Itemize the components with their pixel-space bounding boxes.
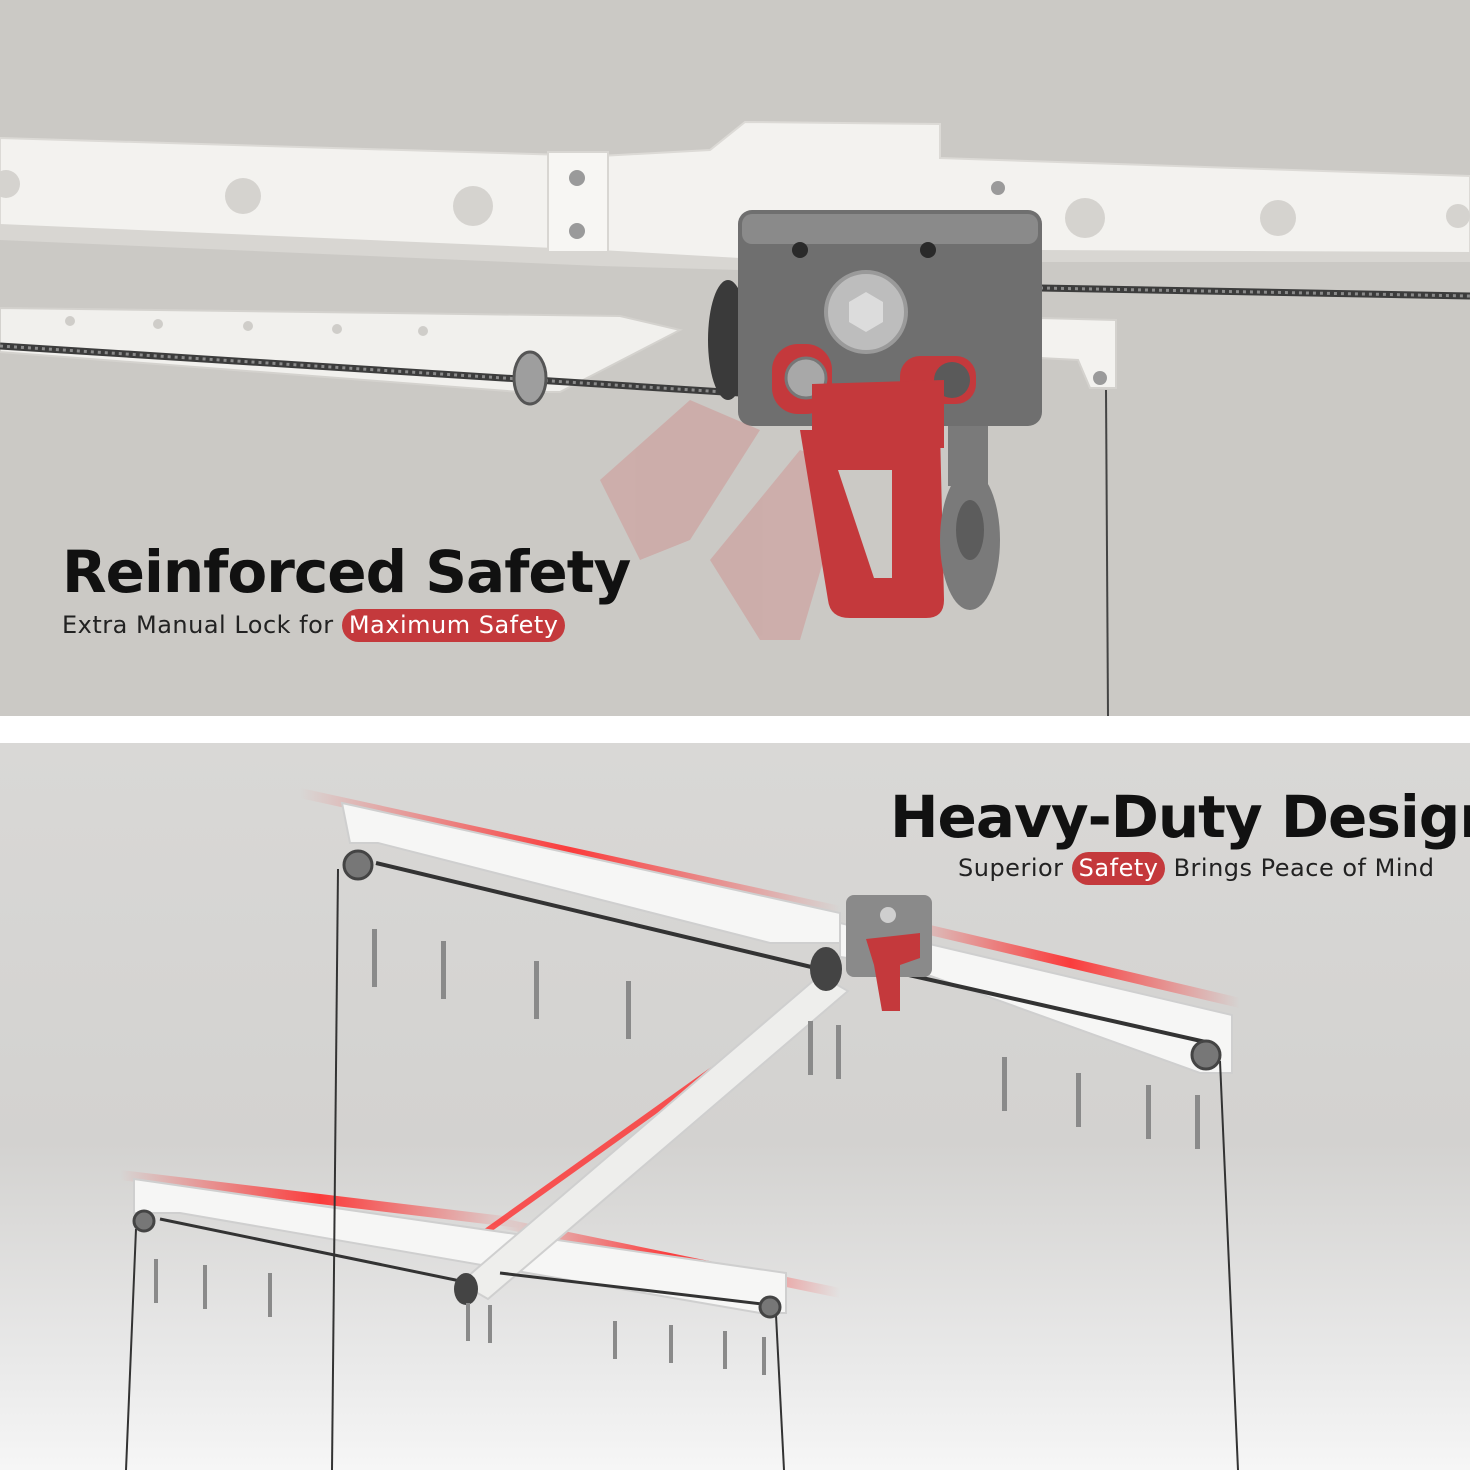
bottom-subtitle-suffix: Brings Peace of Mind (1173, 854, 1435, 882)
highlight-glow (119, 1170, 521, 1228)
lower-ceiling-rail (133, 1177, 787, 1314)
top-subtitle: Extra Manual Lock for Maximum Safety (62, 609, 566, 642)
drop-cable (331, 868, 339, 1470)
mounting-screws (154, 929, 1200, 1375)
top-feature-panel: Reinforced Safety Extra Manual Lock for … (0, 0, 1470, 716)
ceiling-hoist-rack-illustration (119, 788, 1242, 1470)
drop-cable (1105, 389, 1109, 716)
rail-hole (1065, 198, 1105, 238)
bolt-head (569, 170, 585, 186)
bracket-plate (547, 151, 609, 253)
bolt-head (991, 181, 1005, 195)
bottom-headline: Heavy-Duty Design (890, 783, 1470, 851)
bottom-highlight-badge: Safety (1071, 852, 1166, 885)
rail-hole (0, 170, 20, 198)
panel-divider (0, 716, 1470, 743)
upper-ceiling-rail (340, 801, 841, 944)
top-highlight-badge: Maximum Safety (341, 609, 566, 642)
winch-lock-illustration (0, 120, 1470, 716)
rail-hole (225, 178, 261, 214)
pulley-wheel (132, 1209, 156, 1233)
pulley-wheel (512, 350, 548, 406)
pulley-wheel (1190, 1039, 1222, 1071)
bottom-subtitle-prefix: Superior (958, 854, 1064, 882)
top-headline: Reinforced Safety (62, 538, 631, 606)
highlight-glow (898, 918, 1242, 1008)
bolt-head (569, 223, 585, 239)
drop-cable (125, 1228, 137, 1470)
top-subtitle-text: Extra Manual Lock for (62, 611, 334, 639)
cable-drum (810, 947, 842, 991)
rail-hole (1260, 200, 1296, 236)
pulley-wheel (758, 1295, 782, 1319)
steel-cable (899, 971, 1211, 1045)
safety-hook-lock (866, 933, 920, 1011)
lower-rail (0, 306, 683, 393)
drop-cable (1219, 1060, 1239, 1470)
rail-hole (453, 186, 493, 226)
bottom-subtitle: Superior Safety Brings Peace of Mind (958, 852, 1434, 885)
connecting-bar (458, 973, 850, 1301)
drop-cable (775, 1314, 785, 1470)
rail-hole (1446, 204, 1470, 228)
steel-cable (375, 861, 829, 973)
pulley-wheel (342, 849, 374, 881)
bottom-feature-panel: Heavy-Duty Design Superior Safety Brings… (0, 743, 1470, 1470)
